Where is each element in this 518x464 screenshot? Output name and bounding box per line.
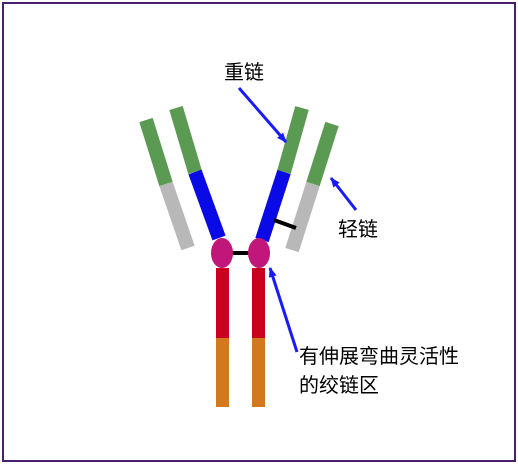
left-hinge [211, 238, 233, 268]
left-fc-upper [216, 268, 229, 338]
right-heavy-upper [255, 169, 291, 243]
left-heavy-variable [169, 106, 202, 174]
left-light-variable [139, 117, 173, 187]
light-chain-arrow [329, 177, 358, 211]
heavy-chain-label: 重链 [224, 60, 264, 84]
right-fc-upper [252, 268, 265, 338]
right-heavy-variable [277, 106, 309, 174]
left-heavy-upper [188, 169, 226, 241]
hinge-label-line1: 有伸展弯曲灵活性 [299, 344, 459, 368]
left-fc-lower [216, 338, 229, 407]
left-light-constant [159, 181, 195, 251]
right-fc-lower [252, 338, 265, 407]
heavy-chain-arrow [237, 87, 288, 143]
heavy-light-disulfide-bond [273, 218, 297, 230]
right-hinge [248, 238, 270, 268]
hinge-label-line2: 的绞链区 [299, 373, 379, 397]
hinge-arrow [268, 267, 299, 353]
right-light-constant [285, 181, 320, 253]
right-light-variable [306, 121, 339, 187]
light-chain-label: 轻链 [338, 217, 378, 241]
